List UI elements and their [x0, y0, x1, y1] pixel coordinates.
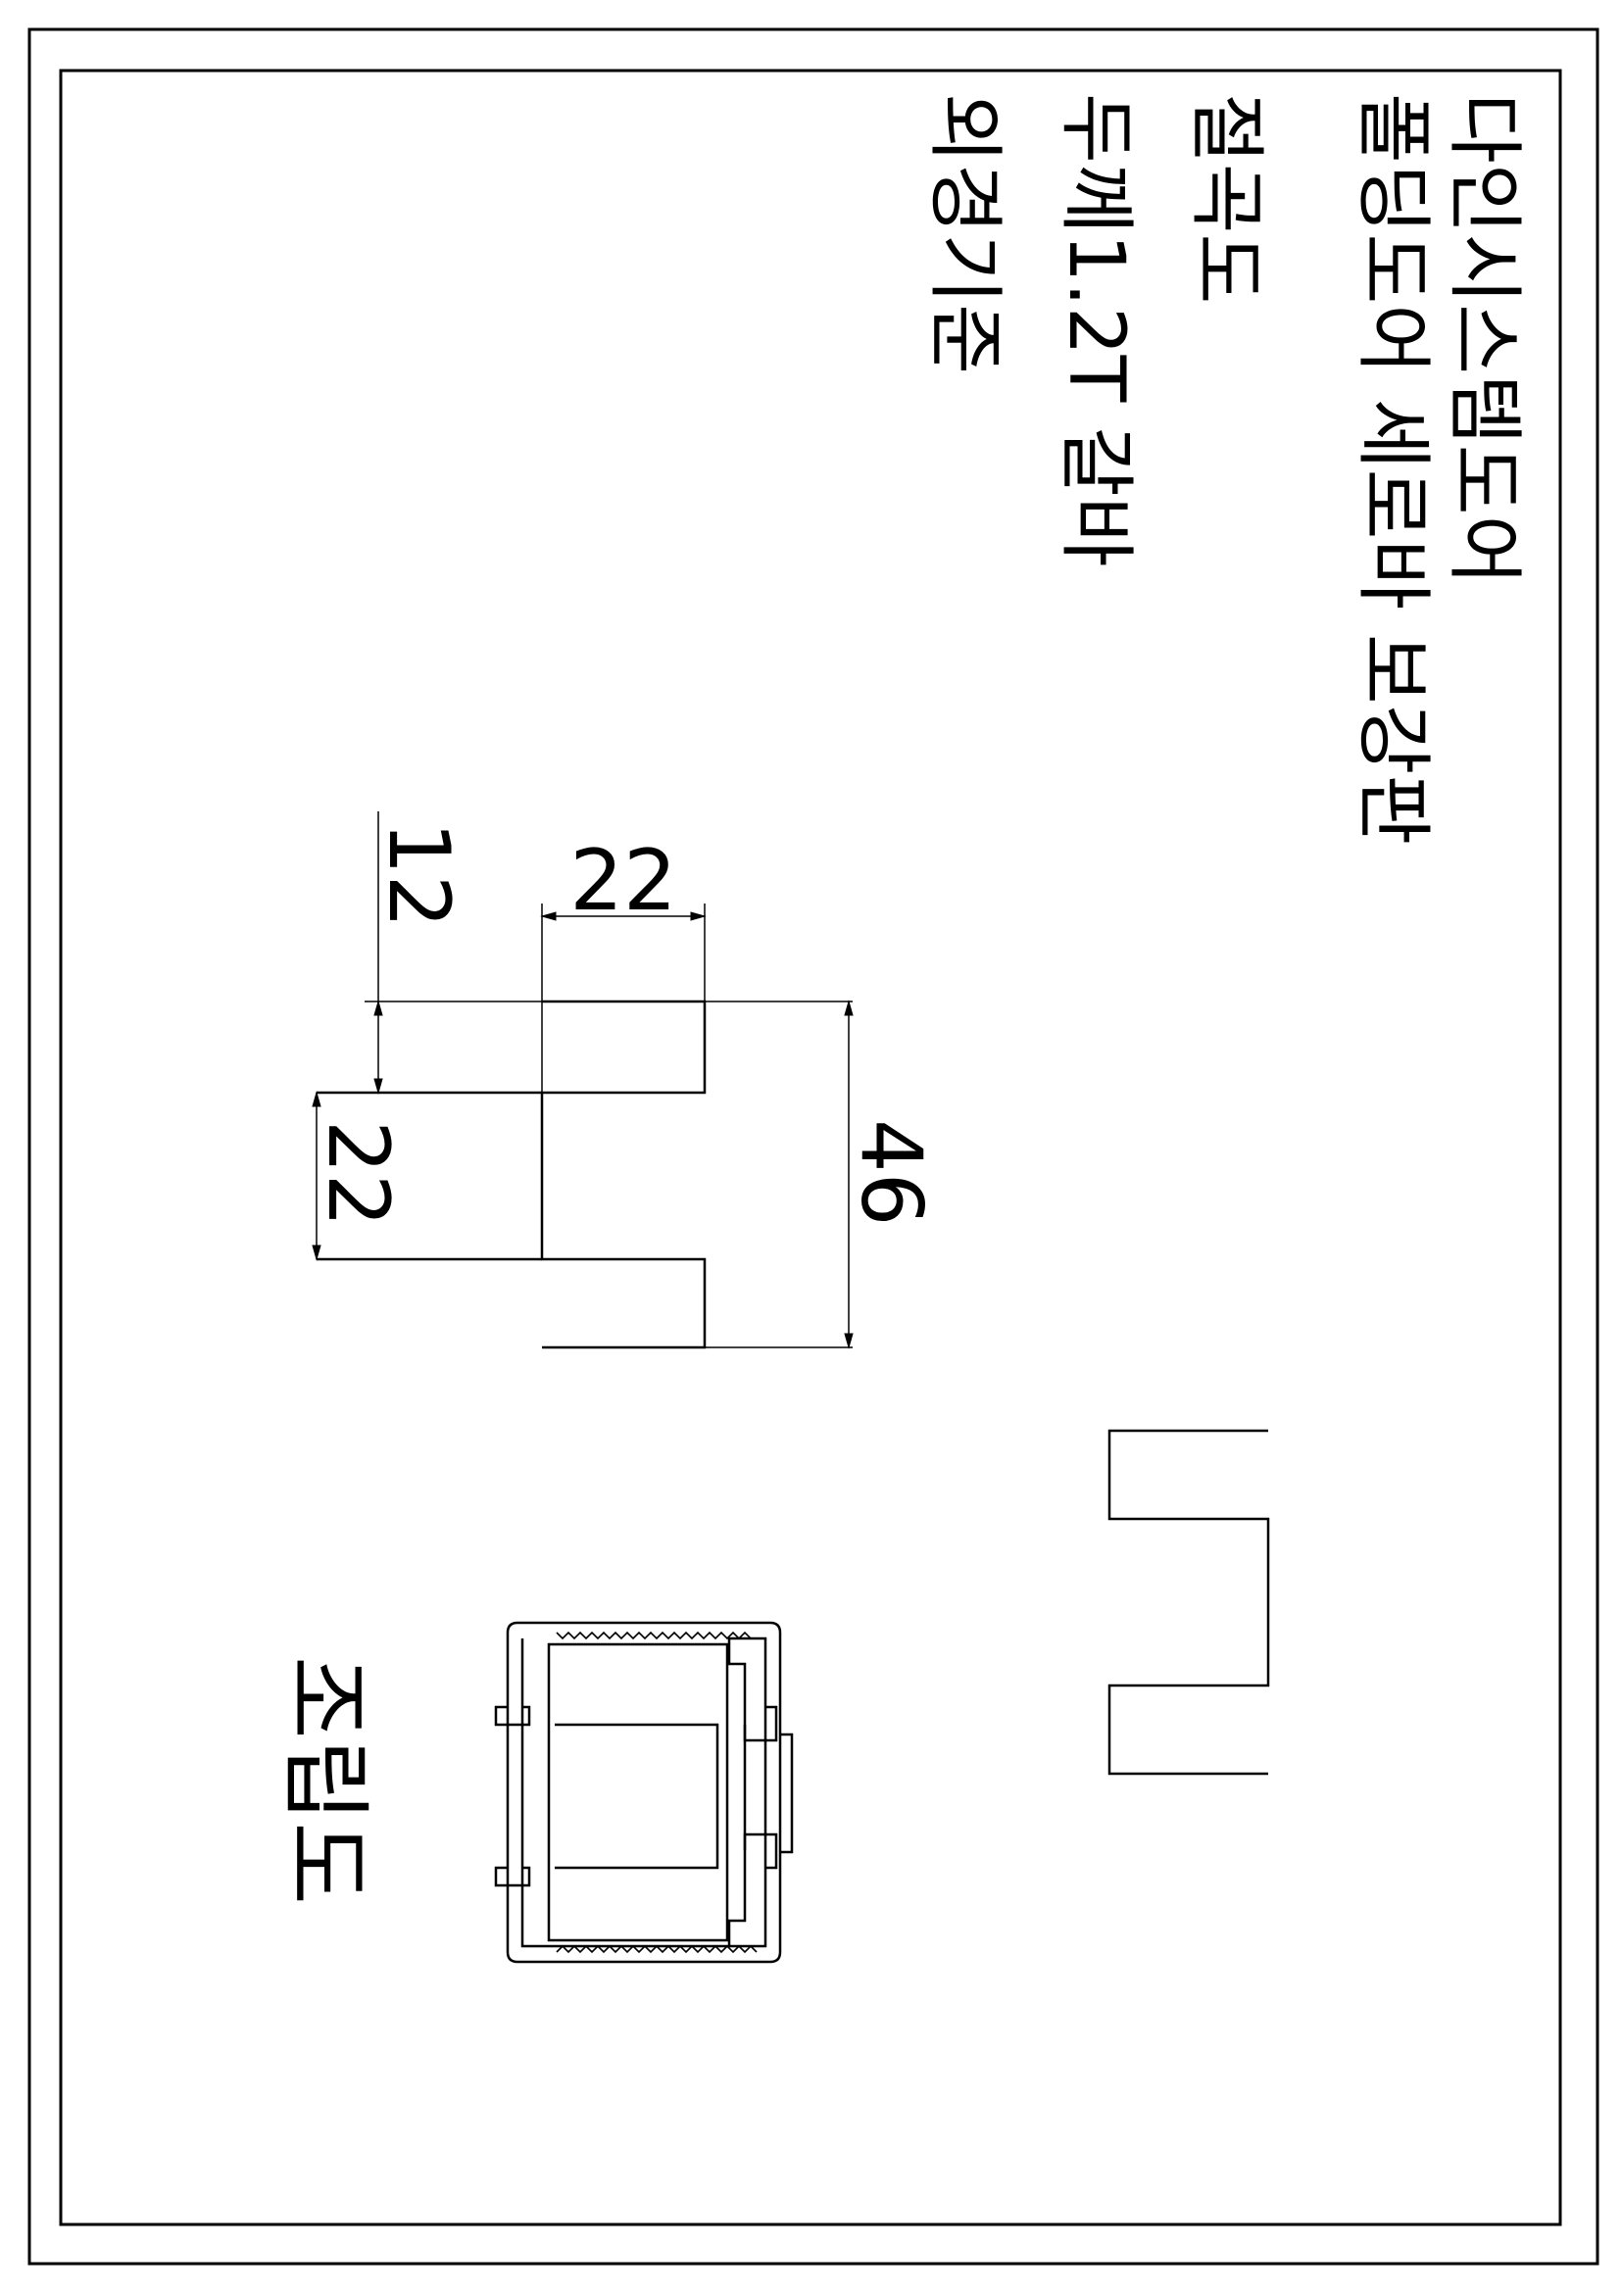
- arrowhead: [690, 911, 707, 921]
- serration-bottom: [556, 1944, 758, 1954]
- rail-outer: [506, 1621, 782, 1964]
- assembly-label: 조립도: [272, 1656, 377, 1905]
- slot-left-top: [494, 1705, 531, 1727]
- arrowhead: [373, 1000, 383, 1016]
- dim-label-top-offset: 12: [369, 821, 467, 928]
- dim-label-tab-height: 22: [309, 1120, 407, 1227]
- title-line-3: 절곡도: [1182, 93, 1270, 304]
- slot-left-bottom: [494, 1866, 531, 1887]
- title-line-5: 외경기준: [920, 93, 1008, 374]
- serration-top: [556, 1631, 752, 1640]
- arrowhead: [844, 1333, 854, 1349]
- title-line-2: 폴딩도어 세로바 보강판: [1349, 93, 1437, 845]
- title-line-4: 두께1.2T 갈바: [1052, 93, 1140, 567]
- outer-border: [27, 27, 1599, 2266]
- bend-development: [312, 811, 854, 1349]
- assembly-section: [494, 1621, 794, 1964]
- inner-border: [59, 69, 1562, 2226]
- reinforcement-plate: [547, 1642, 729, 1942]
- slot-right-bottom: [743, 1832, 778, 1870]
- slot-right-top: [743, 1705, 778, 1742]
- rail-inner: [520, 1637, 767, 1948]
- part-outline: [540, 1000, 707, 1349]
- title-line-1: 다인시스템도어: [1440, 93, 1528, 585]
- dim-label-tab-width: 22: [569, 832, 676, 930]
- arrowhead: [540, 911, 557, 921]
- reinforcement-rib: [780, 1733, 794, 1854]
- reinforcement-plate-inner: [555, 1723, 719, 1870]
- dimension-labels: 22 12 22 46: [309, 821, 940, 1227]
- arrowhead: [844, 1000, 854, 1016]
- arrowhead: [312, 1091, 321, 1107]
- title-block: 다인시스템도어 폴딩도어 세로바 보강판 절곡도 두께1.2T 갈바 외경기준: [920, 93, 1528, 845]
- bend-profile: [1107, 1429, 1270, 1776]
- arrowhead: [312, 1245, 321, 1261]
- dim-label-overall-height: 46: [842, 1119, 940, 1226]
- arrowhead: [373, 1078, 383, 1095]
